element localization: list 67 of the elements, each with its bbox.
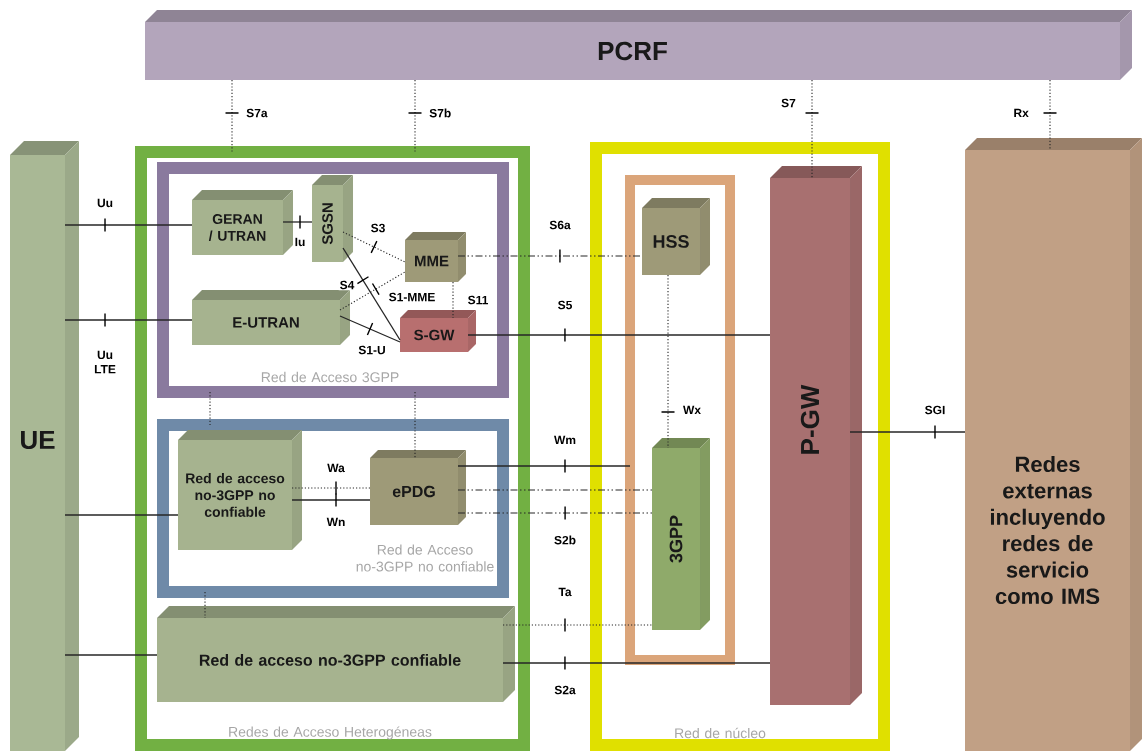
edge-label: S7 [780,97,797,109]
interface-line [64,514,179,516]
edge-label: Iu [293,236,307,248]
network-box: Red de acceso no-3GPP confiable [157,606,515,702]
edge-label: Wm [553,434,577,446]
edge-label: S7b [428,107,453,119]
frame-label: Red de Acceso 3GPP [261,371,399,383]
interface-line [660,274,676,449]
interface-line [407,79,423,153]
network-box: SGSN [312,175,353,262]
interface-line [209,391,211,426]
interface-line [1042,79,1058,151]
edge-label: S2b [553,534,577,546]
network-frame [625,175,735,665]
edge-label: S1-U [357,344,387,356]
edge-label: S6a [548,219,572,231]
interface-line [342,231,406,263]
interface-line [339,271,406,311]
edge-label: Wn [325,516,347,528]
interface-line [849,424,966,440]
edge-label: S3 [369,222,387,234]
network-box: 3GPP [652,438,710,630]
network-box: Redes externas incluyendo redes de servicio como IMS [965,138,1142,751]
edge-label: Uu LTE [92,349,118,375]
interface-line [64,217,193,233]
edge-label: Wx [682,404,702,416]
frame-label: Red de Acceso no-3GPP no confiable [356,544,494,572]
network-box: HSS [642,198,710,275]
edge-label: S11 [466,294,490,306]
interface-line [339,315,401,343]
interface-line [502,655,771,671]
interface-line [467,327,771,343]
interface-line [204,591,206,619]
network-box: MME [405,232,466,282]
network-box: PCRF [145,10,1132,80]
network-box: P-GW [770,166,862,705]
interface-line [457,505,653,521]
edge-label: S7a [245,107,269,119]
interface-line [64,654,158,656]
interface-line [804,79,820,179]
edge-label: Uu [96,197,114,209]
network-box: E-UTRAN [192,290,350,345]
edge-label: S1-MME [387,291,437,303]
edge-label: S4 [338,279,356,291]
frame-label: Redes de Acceso Heterogéneas [229,726,432,740]
interface-line [291,492,371,508]
edge-label: S5 [556,299,574,311]
edge-label: Ta [557,586,573,598]
interface-line [282,214,313,230]
network-box: GERAN / UTRAN [192,190,293,255]
network-box: S-GW [400,310,476,352]
edge-label: S2a [553,684,577,696]
interface-line [224,79,240,153]
interface-line [64,312,193,328]
interface-line [291,480,371,496]
interface-line [457,458,631,474]
network-box: ePDG [370,450,466,525]
interface-line [457,489,653,491]
network-box: Red de acceso no-3GPP no confiable [178,430,302,550]
edge-label: Wa [326,462,346,474]
edge-label: Rx [1012,107,1030,119]
frame-label: Red de núcleo [675,727,766,739]
edge-label: SGI [923,404,947,416]
interface-line [414,391,416,459]
interface-line [342,247,401,341]
network-box: UE [10,141,79,751]
interface-line [452,281,454,319]
